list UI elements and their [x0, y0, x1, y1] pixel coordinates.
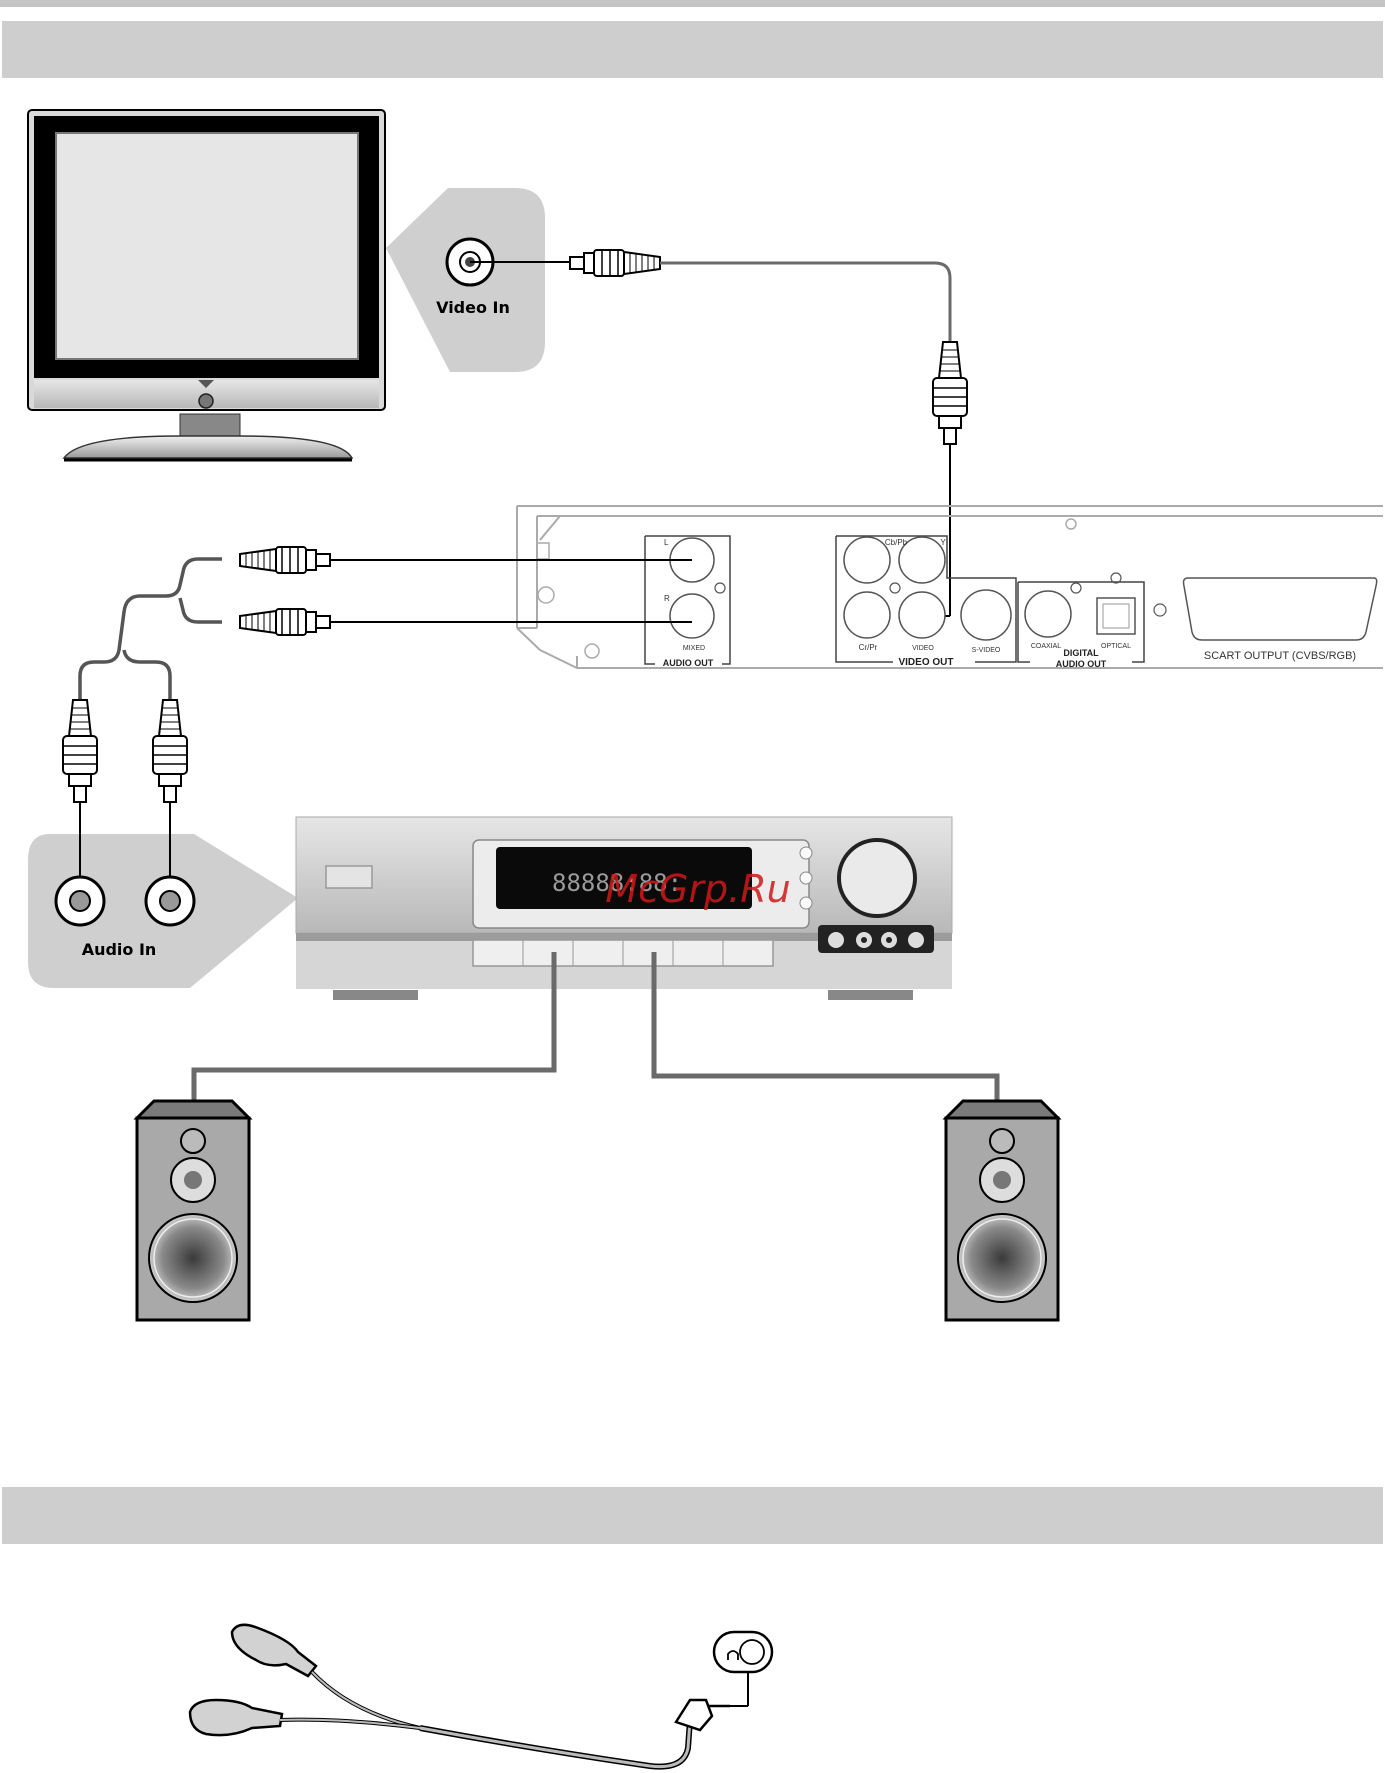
speaker-right [946, 1101, 1058, 1320]
tweeter-icon [181, 1129, 205, 1153]
earbud-bottom-icon [190, 1700, 282, 1735]
audio-out-r-label: R [664, 594, 670, 603]
headphone-plug-icon [676, 1700, 712, 1730]
earbud-top-icon [232, 1625, 316, 1676]
scart-output-group: SCART OUTPUT (CVBS/RGB) [1184, 578, 1377, 662]
video-label: VIDEO [912, 645, 934, 652]
optical-label: OPTICAL [1101, 643, 1131, 650]
watermark: McGrp.Ru [605, 867, 790, 911]
audio-out-jack-group: L R MIXED AUDIO OUT [645, 536, 730, 668]
tweeter-icon [990, 1129, 1014, 1153]
audio-in-callout: Audio In [28, 802, 298, 988]
tv-screen [56, 133, 358, 359]
woofer-icon [958, 1214, 1046, 1302]
tv-stand [64, 436, 352, 458]
scart-connector-icon [1184, 578, 1377, 640]
digital-audio-out-label: AUDIO OUT [1056, 659, 1107, 669]
speaker-left [137, 1101, 249, 1320]
y-label: Y [940, 538, 946, 547]
volume-knob-icon [839, 840, 915, 916]
audio-cable [63, 547, 692, 802]
woofer-icon [149, 1214, 237, 1302]
video-jack-icon [899, 592, 945, 638]
audio-out-mixed-label: MIXED [683, 645, 705, 652]
audio-out-r-jack-icon [670, 594, 714, 638]
rca-plug-audio-r-dvd-end [240, 609, 330, 635]
rca-plug-video-dvd-end [933, 342, 967, 444]
rca-plug-video-tv-end [570, 250, 660, 276]
audio-in-label: Audio In [82, 940, 157, 959]
audio-out-l-label: L [664, 538, 669, 547]
cb-pb-jack-icon [844, 537, 890, 583]
cb-pb-label: Cb/Pb [885, 538, 908, 547]
rca-plug-audio-l-amp-end [63, 700, 97, 802]
s-video-label: S-VIDEO [972, 647, 1001, 654]
power-button-icon [199, 394, 213, 408]
amp-power-switch [326, 866, 372, 888]
video-out-jack-group: Cb/Pb Y Cr/Pr VIDEO S-VIDEO VIDEO OUT [836, 536, 1016, 668]
s-video-jack-icon [961, 590, 1011, 640]
coaxial-label: COAXIAL [1031, 643, 1061, 650]
digital-label: DIGITAL [1063, 648, 1099, 658]
audio-out-label: AUDIO OUT [663, 658, 714, 668]
video-in-label: Video In [436, 298, 510, 317]
rca-plug-audio-r-amp-end [153, 700, 187, 802]
scart-output-label: SCART OUTPUT (CVBS/RGB) [1204, 650, 1356, 662]
digital-audio-out-group: COAXIAL OPTICAL DIGITAL AUDIO OUT [1018, 573, 1166, 669]
rca-plug-audio-l-dvd-end [240, 547, 330, 573]
headphones [190, 1625, 772, 1767]
coaxial-jack-icon [1025, 591, 1071, 637]
video-in-callout: Video In [386, 188, 545, 372]
tv-monitor [28, 110, 385, 460]
video-out-label: VIDEO OUT [898, 657, 953, 668]
cr-pr-label: Cr/Pr [859, 643, 878, 652]
cr-pr-jack-icon [844, 592, 890, 638]
